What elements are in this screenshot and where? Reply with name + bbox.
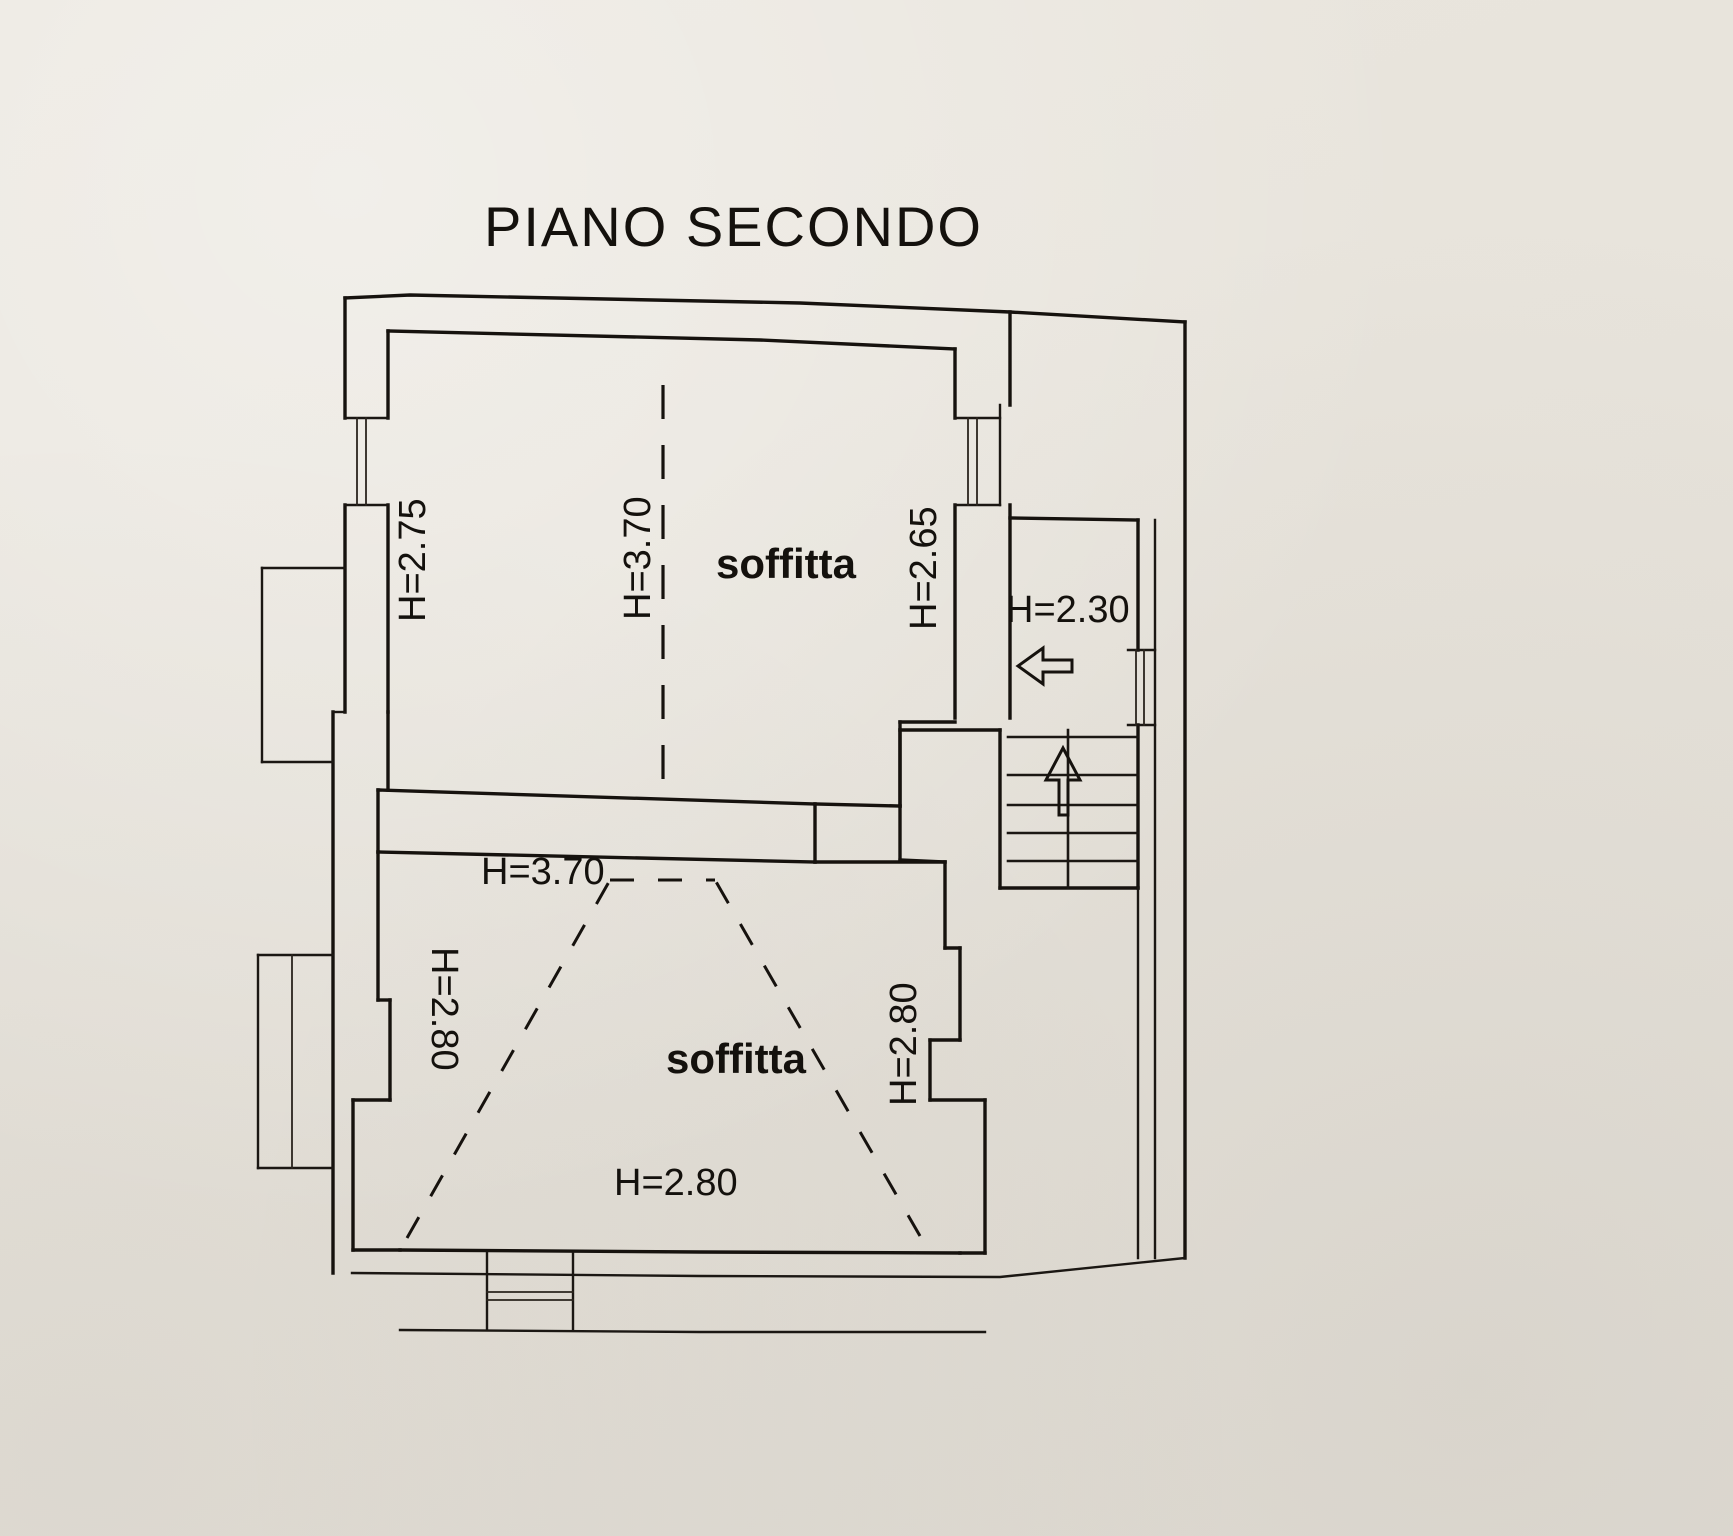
room-soffitta-upper <box>376 329 957 864</box>
stair-treads <box>1006 728 1140 890</box>
height-label-lower-bottom: H=2.80 <box>614 1162 738 1204</box>
roof-hips-lower <box>405 878 922 1239</box>
height-label-upper-right: H=2.65 <box>903 506 945 630</box>
room-soffitta-lower <box>351 850 987 1255</box>
height-label-lower-top: H=3.70 <box>481 851 605 893</box>
height-label-lower-left: H=2.80 <box>423 947 465 1071</box>
balcony-lower-left <box>256 953 335 1170</box>
room-label-soffitta-upper: soffitta <box>716 540 857 587</box>
door-landing-right <box>1126 648 1157 727</box>
window-upper-left <box>343 416 390 507</box>
landing-left-arrow-icon <box>1015 645 1074 687</box>
window-upper-right <box>953 403 1002 507</box>
stairwell-enclosure <box>898 310 1157 1260</box>
plan-title: PIANO SECONDO <box>484 195 983 258</box>
stair-up-arrow-icon <box>1043 744 1083 817</box>
height-label-lower-right: H=2.80 <box>883 982 925 1106</box>
height-label-stair-landing: H=2.30 <box>1006 589 1130 631</box>
height-label-upper-left: H=2.75 <box>392 498 434 622</box>
room-label-soffitta-lower: soffitta <box>666 1035 807 1082</box>
balcony-upper-left <box>260 566 347 764</box>
height-label-upper-ridge: H=3.70 <box>617 496 659 620</box>
window-lower-bottom <box>398 1251 987 1334</box>
building-outline <box>331 293 1187 1279</box>
